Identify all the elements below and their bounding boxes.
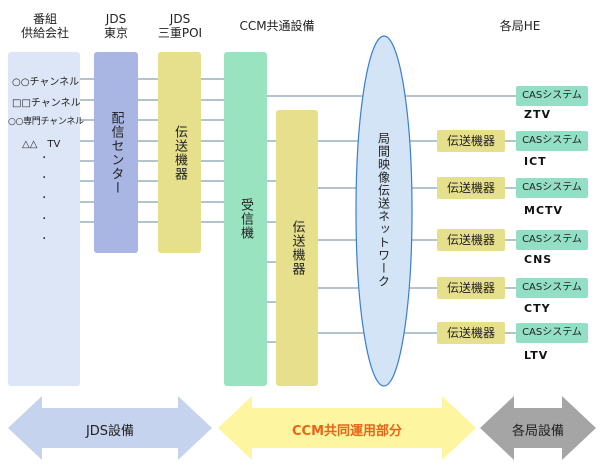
station-name-ltv: LTV xyxy=(524,349,549,362)
cas-system-ltv: CASシステム xyxy=(516,323,588,343)
ellipsis-dot: · xyxy=(42,231,47,247)
ellipsis-dot: · xyxy=(42,150,47,166)
station-name-cty: CTY xyxy=(524,302,551,315)
channel-item: △△ TV xyxy=(22,139,61,150)
header-supplier-line1: 番組 xyxy=(32,12,57,26)
receiver-label: 受信機 xyxy=(238,198,253,240)
channel-item: □□チャンネル xyxy=(12,98,81,109)
network-label: 局間映像伝送ネットワーク xyxy=(364,110,404,310)
header-jds-tokyo-line2: 東京 xyxy=(103,26,128,40)
header-supplier: 番組 供給会社 xyxy=(8,12,82,40)
cas-system-cty: CASシステム xyxy=(516,278,588,298)
station-name-ztv: ZTV xyxy=(524,108,551,121)
header-jds-mie: JDS 三重POI xyxy=(150,12,210,40)
distribution-center-box: 配信センター xyxy=(94,52,138,253)
distribution-center-label: 配信センター xyxy=(108,110,124,195)
header-jds-tokyo-line1: JDS xyxy=(105,12,127,26)
ellipsis-dot: · xyxy=(42,211,47,227)
header-ccm: CCM共通設備 xyxy=(239,19,315,33)
station-name-mctv: MCTV xyxy=(524,204,564,217)
jds-transmitter-label: 伝送機器 xyxy=(172,124,187,181)
station-transmitter-cty: 伝送機器 xyxy=(437,277,505,299)
header-jds-mie-line2: 三重POI xyxy=(157,26,203,40)
ccm-transmitter-box: 伝送機器 xyxy=(276,110,318,386)
channel-item: ○○専門チャンネル xyxy=(8,117,84,127)
station-transmitter-ltv: 伝送機器 xyxy=(437,322,505,344)
channel-item: ○○チャンネル xyxy=(12,77,80,88)
cas-system-ztv: CASシステム xyxy=(516,86,588,106)
footer-arrows xyxy=(8,396,596,460)
cas-system-cns: CASシステム xyxy=(516,230,588,250)
station-name-cns: CNS xyxy=(524,253,553,266)
network-label-text: 局間映像伝送ネットワーク xyxy=(376,132,391,288)
header-supplier-line2: 供給会社 xyxy=(20,26,69,40)
supplier-box xyxy=(8,52,80,386)
station-transmitter-mctv: 伝送機器 xyxy=(437,177,505,199)
ccm-arrow xyxy=(218,396,476,460)
footer-he-label: 各局設備 xyxy=(511,424,564,439)
ccm-transmitter-label: 伝送機器 xyxy=(289,220,305,276)
receiver-box: 受信機 xyxy=(224,52,267,386)
ellipsis-dot: · xyxy=(42,190,47,206)
jds-arrow xyxy=(8,396,212,460)
footer-ccm-label: CCM共同運用部分 xyxy=(291,424,403,439)
station-transmitter-cns: 伝送機器 xyxy=(437,229,505,251)
station-name-ict: ICT xyxy=(524,155,547,168)
header-jds-mie-line1: JDS xyxy=(169,12,191,26)
he-arrow xyxy=(480,396,596,460)
station-transmitter-ict: 伝送機器 xyxy=(437,130,505,152)
cas-system-mctv: CASシステム xyxy=(516,178,588,198)
footer-jds-label: JDS設備 xyxy=(85,424,135,439)
header-jds-tokyo: JDS 東京 xyxy=(94,12,138,40)
ellipsis-dot: · xyxy=(42,170,47,186)
jds-transmitter-box: 伝送機器 xyxy=(158,52,201,253)
network-ellipse xyxy=(355,35,413,387)
header-he: 各局HE xyxy=(499,19,541,33)
cas-system-ict: CASシステム xyxy=(516,131,588,151)
